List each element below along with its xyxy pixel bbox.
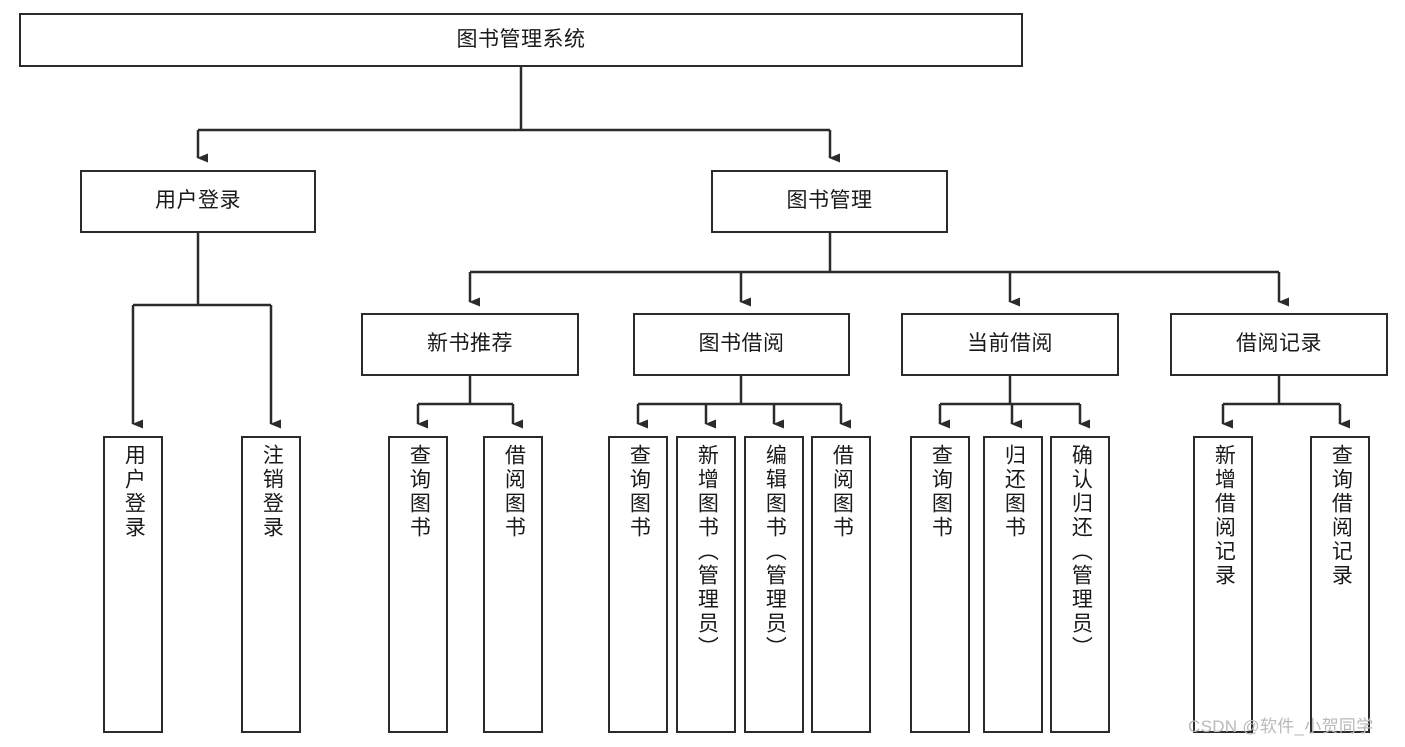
node-leaf-return-book[interactable]: 归还图书 <box>983 436 1043 733</box>
node-leaf-query-record[interactable]: 查询借阅记录 <box>1310 436 1370 733</box>
node-book-borrow[interactable]: 图书借阅 <box>633 313 850 376</box>
node-leaf-add-record[interactable]: 新增借阅记录 <box>1193 436 1253 733</box>
node-leaf-add-record-label: 新增借阅记录 <box>1212 444 1236 588</box>
node-root-label: 图书管理系统 <box>456 27 586 51</box>
node-leaf-query-book-3[interactable]: 查询图书 <box>910 436 970 733</box>
node-user-login-label: 用户登录 <box>155 189 241 213</box>
node-book-borrow-label: 图书借阅 <box>698 332 785 356</box>
node-leaf-query-book-1-label: 查询图书 <box>407 444 431 540</box>
node-leaf-user-login[interactable]: 用户登录 <box>103 436 163 733</box>
node-leaf-add-book[interactable]: 新增图书（管理员） <box>676 436 736 733</box>
node-current-borrow-label: 当前借阅 <box>967 332 1053 356</box>
node-current-borrow[interactable]: 当前借阅 <box>901 313 1119 376</box>
node-leaf-confirm-return[interactable]: 确认归还（管理员） <box>1050 436 1110 733</box>
node-leaf-query-book-3-label: 查询图书 <box>929 444 953 540</box>
node-leaf-edit-book-label: 编辑图书（管理员） <box>763 444 787 660</box>
edge-group-root <box>196 67 840 163</box>
edge-group-book-borrow <box>636 376 851 429</box>
node-borrow-record-label: 借阅记录 <box>1236 332 1322 356</box>
node-new-book-recommend[interactable]: 新书推荐 <box>361 313 579 376</box>
edge-group-user-login <box>131 233 281 429</box>
node-book-management[interactable]: 图书管理 <box>711 170 948 233</box>
node-leaf-query-book-1[interactable]: 查询图书 <box>388 436 448 733</box>
node-leaf-return-book-label: 归还图书 <box>1002 444 1026 540</box>
node-new-book-recommend-label: 新书推荐 <box>427 332 513 356</box>
edge-group-new-book-recommend <box>416 376 523 429</box>
node-leaf-borrow-book-1-label: 借阅图书 <box>502 444 526 540</box>
node-book-management-label: 图书管理 <box>786 189 873 213</box>
node-leaf-user-login-label: 用户登录 <box>122 444 146 540</box>
node-leaf-query-book-2-label: 查询图书 <box>627 444 651 540</box>
edge-group-borrow-record <box>1221 376 1350 429</box>
node-user-login[interactable]: 用户登录 <box>80 170 316 233</box>
node-leaf-confirm-return-label: 确认归还（管理员） <box>1069 444 1093 660</box>
node-borrow-record[interactable]: 借阅记录 <box>1170 313 1388 376</box>
node-leaf-logout-login-label: 注销登录 <box>260 444 284 540</box>
node-leaf-borrow-book-2-label: 借阅图书 <box>830 444 854 540</box>
edge-group-current-borrow <box>938 376 1090 429</box>
node-leaf-edit-book[interactable]: 编辑图书（管理员） <box>744 436 804 733</box>
node-leaf-logout-login[interactable]: 注销登录 <box>241 436 301 733</box>
node-leaf-borrow-book-2[interactable]: 借阅图书 <box>811 436 871 733</box>
node-root[interactable]: 图书管理系统 <box>19 13 1023 67</box>
edge-group-book-management <box>468 233 1289 307</box>
node-leaf-query-record-label: 查询借阅记录 <box>1329 444 1353 588</box>
node-leaf-add-book-label: 新增图书（管理员） <box>695 444 719 660</box>
node-leaf-borrow-book-1[interactable]: 借阅图书 <box>483 436 543 733</box>
node-leaf-query-book-2[interactable]: 查询图书 <box>608 436 668 733</box>
